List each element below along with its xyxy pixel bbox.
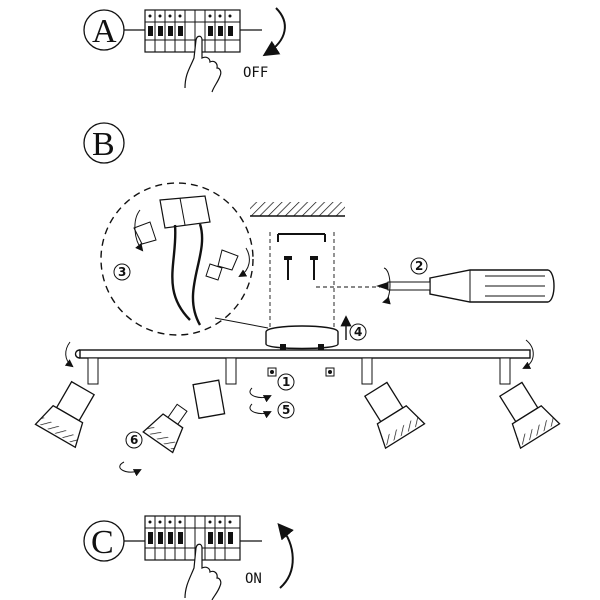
step-c-action: ON <box>245 571 262 587</box>
callout-1 <box>277 373 295 391</box>
ceiling <box>250 202 345 217</box>
breaker-panel-icon <box>144 9 241 53</box>
track-bar <box>74 349 531 359</box>
spotlight-icon <box>361 357 426 450</box>
step-b-letter: B <box>92 126 115 163</box>
callout-4-label: 4 <box>354 325 362 339</box>
screw-icon <box>284 256 318 280</box>
step-c-letter: C <box>91 524 114 561</box>
step-a-letter: A <box>92 13 117 50</box>
breaker-panel-icon <box>144 515 241 561</box>
bulb-icon <box>142 403 188 454</box>
callout-5 <box>277 401 295 419</box>
callout-2-label: 2 <box>415 259 423 273</box>
callout-6-label: 6 <box>130 433 138 447</box>
step-a-action: OFF <box>243 65 268 81</box>
on-arrow <box>277 522 294 589</box>
nut-icon <box>267 367 335 377</box>
callout-6 <box>125 431 143 449</box>
callout-3-label: 3 <box>118 265 126 279</box>
canopy <box>265 325 339 352</box>
callout-2 <box>410 257 428 275</box>
callout-1-label: 1 <box>282 375 290 389</box>
mounting-bracket <box>277 233 326 242</box>
screwdriver-icon <box>376 267 555 305</box>
wire-connector-icon <box>133 221 157 245</box>
step-a: A OFF <box>83 7 286 93</box>
wiring-detail <box>100 182 269 336</box>
callout-4 <box>349 323 367 341</box>
rotate-arrow-right <box>522 339 534 369</box>
callout-3 <box>113 263 131 281</box>
rotate-arrow-left <box>64 341 74 368</box>
step-c: C ON <box>83 515 294 600</box>
hand-icon <box>184 543 222 600</box>
spotlight-icon <box>498 357 561 450</box>
step-b-badge <box>83 122 125 164</box>
step-b: B <box>34 122 561 477</box>
off-arrow <box>262 7 286 57</box>
spotlight-icon <box>34 357 99 449</box>
callout-5-label: 5 <box>282 403 290 417</box>
hand-icon <box>184 35 222 93</box>
spotlight-icon <box>192 357 237 419</box>
